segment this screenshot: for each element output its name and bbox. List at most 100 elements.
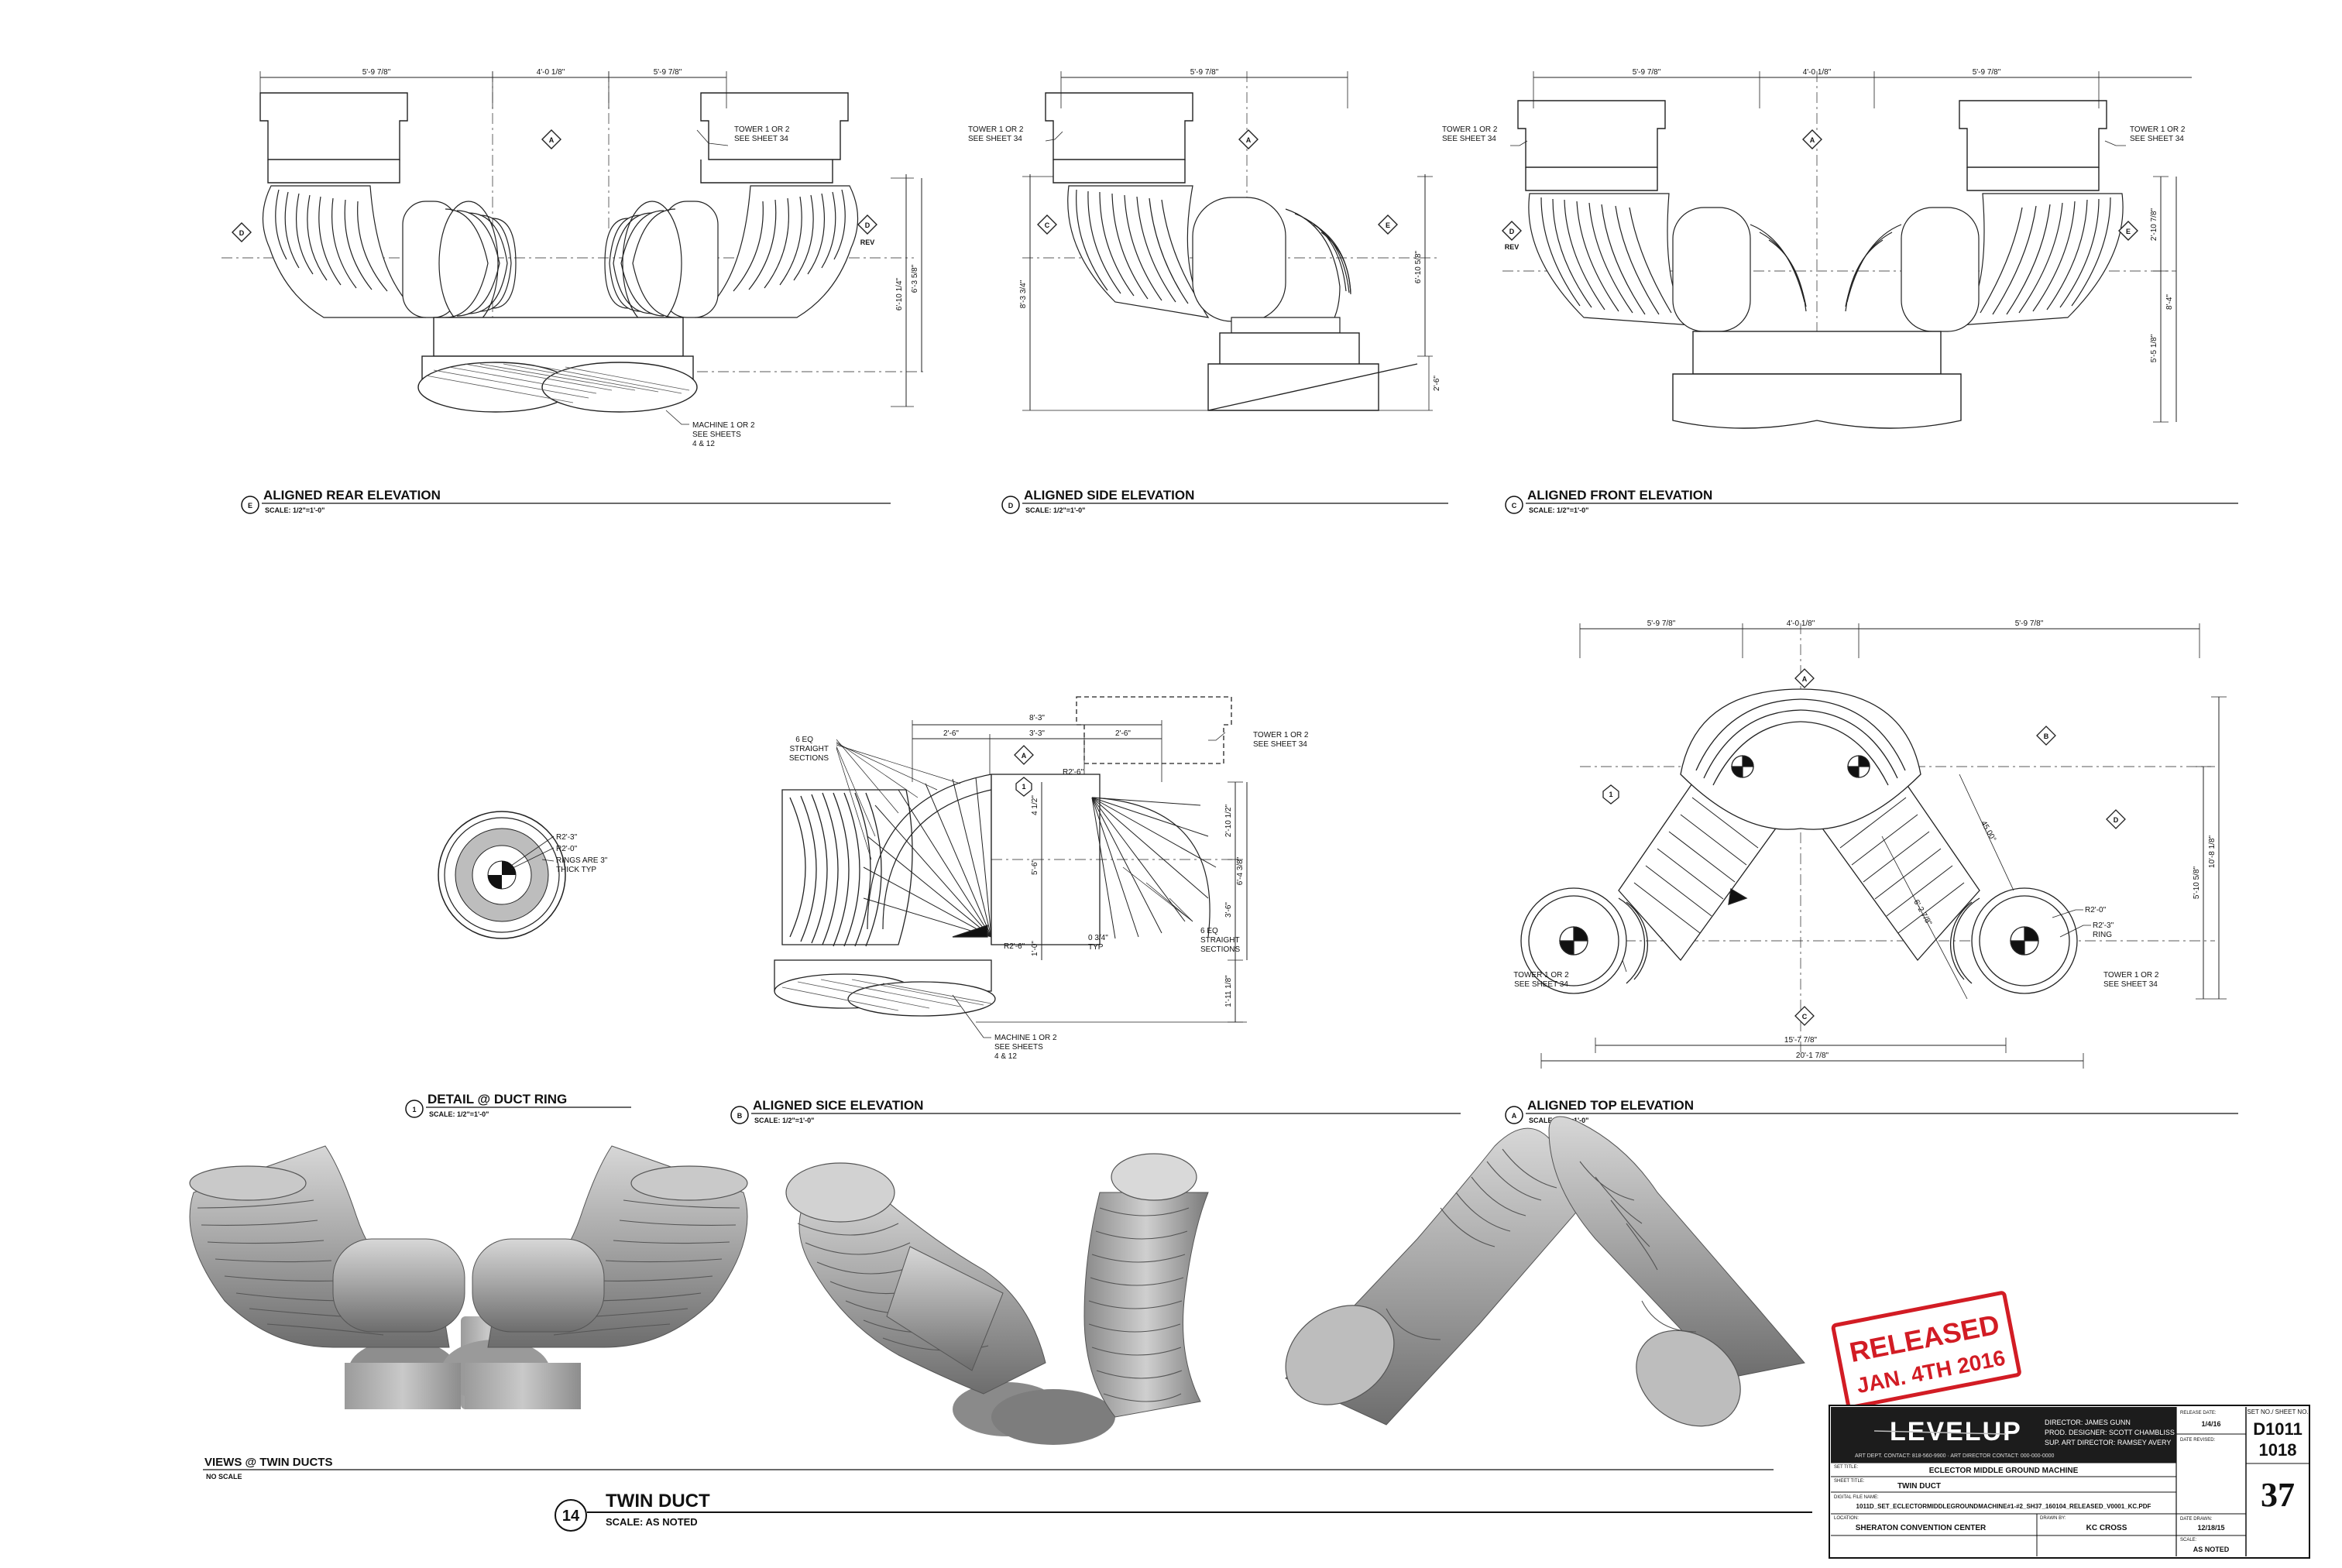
top-note-tower-r-2: SEE SHEET 34	[2103, 980, 2158, 989]
sice-note-sec-top-2: STRAIGHT	[789, 745, 829, 753]
side-note-tower-1: TOWER 1 OR 2	[968, 125, 1024, 134]
tb-scale: AS NOTED	[2193, 1546, 2230, 1553]
rear-note-tower-2: SEE SHEET 34	[734, 135, 788, 143]
top-note-r1: R2'-0"	[2085, 906, 2107, 914]
front-note-tower-r-1: TOWER 1 OR 2	[2130, 125, 2186, 134]
view-title-c: C ALIGNED FRONT ELEVATION SCALE: 1/2"=1'…	[1505, 488, 2238, 514]
sheet-title-num: 14	[562, 1508, 580, 1525]
top-tag-b: B	[2044, 733, 2049, 740]
top-note-r2-2: RING	[2093, 931, 2112, 939]
front-elevation-text: 5'-9 7/8" 4'-0 1/8" 5'-9 7/8" TOWER 1 OR…	[1442, 68, 2186, 362]
sice-dim-right-2: 6'-4 3/8"	[1236, 856, 1245, 885]
renders-scale: NO SCALE	[206, 1473, 242, 1481]
duct-ring-detail-text: R2'-3" R2'-0" RINGS ARE 3" THICK TYP	[556, 833, 608, 874]
front-rev-label: REV	[1505, 243, 1520, 251]
tb-contact: ART DEPT. CONTACT: 818-560-9900 · ART DI…	[1855, 1453, 2055, 1459]
render-view-3	[1285, 1116, 1805, 1427]
tb-date-drawn: 12/18/15	[2197, 1524, 2224, 1532]
sice-note-sec-top-3: SECTIONS	[789, 754, 829, 763]
rear-dim-right-2: 6'-3 5/8"	[911, 264, 919, 293]
rear-tag-a: A	[549, 136, 555, 144]
rear-note-tower-1: TOWER 1 OR 2	[734, 125, 790, 134]
sheet-title-scale: SCALE: AS NOTED	[606, 1516, 698, 1528]
view-e-id: E	[248, 502, 252, 510]
sice-note-typ-2: TYP	[1088, 943, 1104, 952]
rear-tag-d-rev: D	[865, 221, 871, 229]
view-title-1: 1 DETAIL @ DUCT RING SCALE: 1/2"=1'-0"	[405, 1092, 631, 1118]
sice-tag-a: A	[1022, 752, 1027, 760]
tb-scale-label: SCALE:	[2180, 1538, 2197, 1542]
renders-title-group: VIEWS @ TWIN DUCTS NO SCALE	[203, 1456, 1774, 1481]
sice-dim-overall: 8'-3"	[1029, 714, 1045, 722]
rear-tag-d: D	[239, 229, 245, 237]
sice-note-sec-bot-3: SECTIONS	[1200, 945, 1240, 954]
tb-set-title-label: SET TITLE:	[1834, 1465, 1858, 1470]
top-dim-2: 4'-0 1/8"	[1787, 619, 1815, 628]
tb-sheet-no: 37	[2261, 1476, 2295, 1514]
tb-digital-file: 1011D_SET_ECLECTORMIDDLEGROUNDMACHINE#1-…	[1856, 1503, 2151, 1510]
tb-release-date: 1/4/16	[2201, 1420, 2220, 1428]
rear-note-machine-3: 4 & 12	[692, 440, 715, 448]
side-elevation-drawing	[1022, 71, 1441, 411]
sice-note-machine-3: 4 & 12	[994, 1052, 1017, 1061]
view-d-scale: SCALE: 1/2"=1'-0"	[1025, 506, 1085, 514]
front-elevation-drawing	[1502, 71, 2192, 429]
sheet-title-group: 14 TWIN DUCT SCALE: AS NOTED	[555, 1491, 1812, 1532]
front-tag-a: A	[1810, 136, 1815, 144]
tb-set-title: ECLECTOR MIDDLE GROUND MACHINE	[1929, 1467, 2079, 1475]
side-tag-c: C	[1045, 221, 1050, 229]
ring-note-4: THICK TYP	[556, 866, 596, 874]
sice-note-sec-bot-2: STRAIGHT	[1200, 936, 1240, 945]
sice-r-top: R2'-6"	[1063, 768, 1084, 777]
top-dim-angle: 45.00°	[1979, 819, 1997, 843]
tb-drawn-label: DRAWN BY:	[2040, 1516, 2066, 1521]
sice-dim-3: 2'-6"	[1115, 729, 1131, 738]
side-dim-right: 6'-10 5/8"	[1414, 250, 1423, 283]
front-note-tower-r-2: SEE SHEET 34	[2130, 135, 2184, 143]
top-elevation-text: 5'-9 7/8" 4'-0 1/8" 5'-9 7/8" 15'-7 7/8"…	[1513, 619, 2217, 1060]
top-elevation-drawing	[1520, 623, 2227, 1069]
sice-elevation-text: 8'-3" 2'-6" 3'-3" 2'-6" 6 EQ STRAIGHT SE…	[789, 714, 1309, 1061]
view-b-id: B	[737, 1112, 743, 1120]
tb-location-label: LOCATION:	[1834, 1516, 1859, 1521]
tb-sup: SUP. ART DIRECTOR: RAMSEY AVERY	[2045, 1439, 2171, 1446]
top-dim-bot-2: 20'-1 7/8"	[1796, 1052, 1829, 1060]
sice-note-typ-1: 0 3/4"	[1088, 934, 1108, 942]
side-dim-small: 2'-6"	[1433, 376, 1441, 391]
view-d-title: ALIGNED SIDE ELEVATION	[1024, 488, 1194, 503]
front-note-tower-l-2: SEE SHEET 34	[1442, 135, 1496, 143]
sice-note-sec-bot-1: 6 EQ	[1200, 927, 1218, 935]
front-tag-e: E	[2126, 228, 2131, 235]
view-c-title: ALIGNED FRONT ELEVATION	[1527, 488, 1712, 503]
view-a-title: ALIGNED TOP ELEVATION	[1527, 1098, 1694, 1113]
tb-set-no-2: 1018	[2259, 1440, 2297, 1460]
view-title-d: D ALIGNED SIDE ELEVATION SCALE: 1/2"=1'-…	[1001, 488, 1448, 514]
top-dim-right-2: 10'-8 1/8"	[2208, 835, 2217, 868]
fan-lines-left	[863, 777, 992, 938]
ring-note-2: R2'-0"	[556, 845, 578, 853]
top-note-tower-r-1: TOWER 1 OR 2	[2103, 971, 2159, 980]
side-elevation-text: 5'-9 7/8" TOWER 1 OR 2 SEE SHEET 34 8'-3…	[968, 68, 1441, 391]
tb-digital-label: DIGITAL FILE NAME:	[1834, 1495, 1879, 1500]
view-d-id: D	[1008, 502, 1014, 510]
side-dim-left: 8'-3 3/4"	[1019, 280, 1028, 308]
sice-note-tower-2: SEE SHEET 34	[1253, 740, 1307, 749]
tb-designer: PROD. DESIGNER: SCOTT CHAMBLISS	[2045, 1429, 2175, 1436]
view-e-title: ALIGNED REAR ELEVATION	[263, 488, 441, 503]
sheet-title-text: TWIN DUCT	[606, 1491, 710, 1511]
sice-elevation-drawing	[774, 696, 1248, 1038]
sice-dim-mid-2: 5'-6"	[1031, 859, 1039, 875]
tb-date-drawn-label: DATE DRAWN:	[2180, 1517, 2213, 1522]
sice-dim-mid-1: 4 1/2"	[1031, 795, 1039, 815]
sice-dim-right-3: 3'-6"	[1224, 902, 1233, 918]
view-1-title: DETAIL @ DUCT RING	[428, 1092, 567, 1107]
front-dim-3: 5'-9 7/8"	[1973, 68, 2001, 77]
side-dim-top: 5'-9 7/8"	[1190, 68, 1219, 77]
top-note-tower-l-2: SEE SHEET 34	[1514, 980, 1568, 989]
tb-setno-label: SET NO./ SHEET NO.	[2247, 1408, 2308, 1415]
front-tag-d: D	[1509, 228, 1515, 235]
rear-note-machine-1: MACHINE 1 OR 2	[692, 421, 755, 430]
top-dim-1: 5'-9 7/8"	[1647, 619, 1676, 628]
title-block: LEVELUP ART DEPT. CONTACT: 818-560-9900 …	[1829, 1405, 2310, 1559]
